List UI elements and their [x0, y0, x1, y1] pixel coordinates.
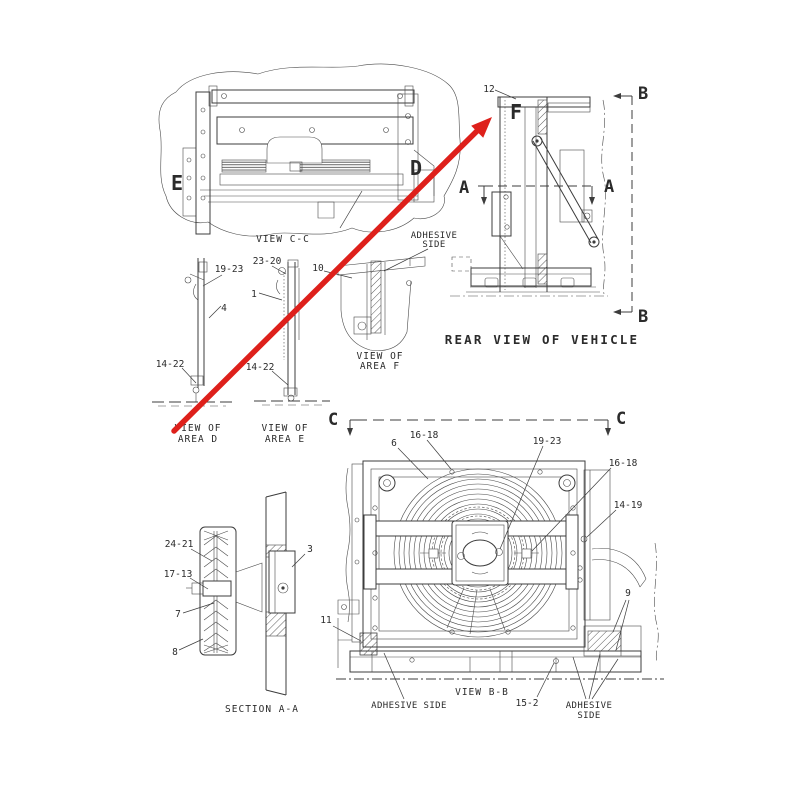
view-cc-drawing: E D VIEW C-C — [158, 63, 461, 245]
vehicle-body-break — [601, 99, 606, 295]
part-label-12: 12 — [483, 84, 494, 95]
adhesive-hatch-area-f — [370, 260, 382, 334]
mast-hatch-bottom — [537, 253, 548, 285]
body-break-right — [654, 542, 659, 663]
core-hatch-left — [221, 159, 267, 173]
part-label-7: 7 — [175, 609, 181, 620]
part-label-6: 6 — [391, 438, 397, 449]
break-outline — [158, 63, 461, 237]
mast-hatch-top — [537, 99, 548, 135]
section-letter-d: D — [410, 156, 422, 180]
area-e-caption-line1: VIEW OF — [261, 423, 308, 434]
fan-blade-chevrons-upper — [203, 530, 229, 579]
panel-hatch-lower — [265, 611, 287, 637]
area-e-caption-line2: AREA E — [265, 434, 305, 445]
part-label-3: 3 — [307, 544, 313, 555]
rear-view-caption: REAR VIEW OF VEHICLE — [445, 332, 640, 347]
part-label-16-18-top: 16-18 — [410, 430, 439, 441]
section-letter-b-top: B — [638, 84, 648, 104]
part-label-16-18-right: 16-18 — [609, 458, 638, 469]
hose — [591, 547, 647, 588]
view-bb-caption: VIEW B-B — [455, 687, 509, 698]
area-e-drawing: 23-20 1 14-22 VIEW OF AREA E — [246, 256, 330, 445]
section-letter-e: E — [171, 171, 183, 195]
frame-bolts — [372, 469, 576, 635]
part-label-9: 9 — [625, 588, 631, 599]
adhesive-hatch-left — [359, 632, 378, 656]
mount-plate — [268, 550, 296, 614]
view-cc-caption: VIEW C-C — [256, 234, 310, 245]
section-aa-drawing: 24-21 17-13 7 8 3 SECTION A-A — [164, 491, 313, 715]
area-d-caption-line1: VIEW OF — [174, 423, 221, 434]
section-letter-c-right: C — [616, 409, 626, 429]
area-f-caption-line2: AREA F — [360, 361, 400, 372]
fan-spokes — [446, 587, 506, 635]
adhesive-side-left-label: ADHESIVE SIDE — [371, 701, 447, 711]
rear-view-drawing: 12 F A A B B REAR VIEW OF VEHICLE — [445, 84, 649, 347]
area-d-drawing: 19-23 4 14-22 VIEW OF AREA D — [152, 258, 243, 445]
part-label-1: 1 — [251, 289, 257, 300]
section-aa-caption: SECTION A-A — [225, 704, 299, 715]
part-label-4: 4 — [221, 303, 227, 314]
part-label-17-13: 17-13 — [164, 569, 193, 580]
adhesive-side-f-line2: SIDE — [422, 240, 445, 250]
area-d-caption-line2: AREA D — [178, 434, 218, 445]
part-label-10: 10 — [312, 263, 324, 274]
fan-blade-chevrons-lower — [203, 599, 229, 654]
red-pointer-arrow — [171, 117, 492, 434]
part-label-14-19: 14-19 — [614, 500, 643, 511]
brace-arm — [532, 136, 599, 244]
section-letter-a-right: A — [604, 177, 614, 197]
section-letter-a-left: A — [459, 178, 469, 198]
section-letter-c-left: C — [328, 410, 338, 430]
part-label-15-2: 15-2 — [516, 698, 539, 709]
part-label-8: 8 — [172, 647, 178, 658]
part-label-19-23-bb: 19-23 — [533, 436, 562, 447]
part-label-24-21: 24-21 — [165, 539, 194, 550]
area-f-caption-line1: VIEW OF — [356, 351, 403, 362]
part-label-23-20: 23-20 — [253, 256, 282, 267]
adhesive-hatch-right — [587, 630, 622, 652]
part-label-14-22-d: 14-22 — [156, 359, 185, 370]
adhesive-side-right-line2: SIDE — [577, 711, 600, 721]
view-bb-drawing: C C 6 16-18 19-23 16-18 14-19 9 11 15-2 … — [320, 409, 664, 721]
section-letter-b-bottom: B — [638, 307, 648, 327]
adhesive-side-right-line1: ADHESIVE — [566, 701, 613, 711]
fan-shroud-hump — [266, 136, 323, 164]
adhesive-side-f-line1: ADHESIVE — [411, 231, 458, 241]
area-f-drawing: 10 ADHESIVE SIDE VIEW OF AREA F — [312, 231, 457, 372]
part-label-14-22-e: 14-22 — [246, 362, 275, 373]
section-letter-f: F — [510, 100, 522, 124]
part-label-11: 11 — [320, 615, 332, 626]
part-label-19-23-d: 19-23 — [215, 264, 244, 275]
